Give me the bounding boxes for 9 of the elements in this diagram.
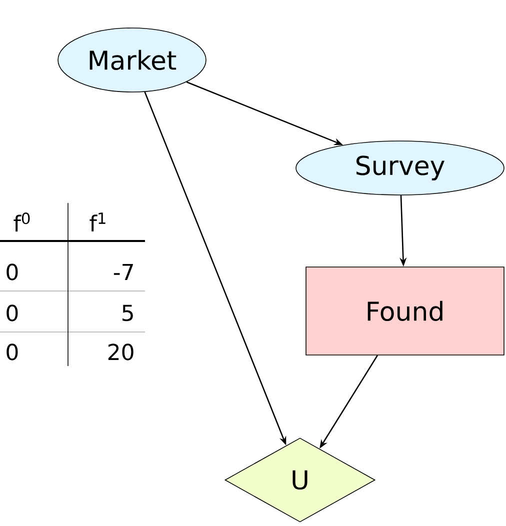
table-cell: 0 bbox=[6, 344, 18, 360]
table-cell: 5 bbox=[122, 304, 133, 322]
table-cell: f$^{1}$ bbox=[90, 212, 106, 232]
table-cell: 0 bbox=[6, 264, 18, 280]
table-cell: 20 bbox=[108, 344, 134, 360]
table-cell: 0 bbox=[6, 304, 18, 322]
table-cell: f$^{0}$ bbox=[14, 212, 30, 232]
table-cell: -7 bbox=[114, 264, 133, 280]
found-box: Found bbox=[306, 266, 504, 356]
